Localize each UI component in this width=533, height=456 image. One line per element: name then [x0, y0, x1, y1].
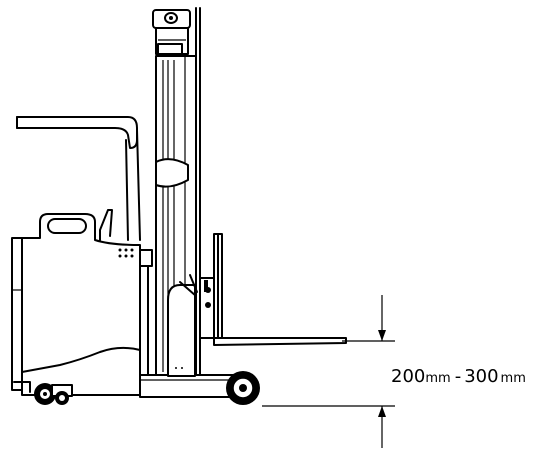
- dimension-value-low: 200: [391, 366, 425, 387]
- fork-carriage: [179, 233, 223, 343]
- rear-caster: [13, 381, 73, 405]
- mast-top-head: [152, 9, 191, 55]
- dimension-value-high: 300: [464, 366, 498, 387]
- front-load-wheel: [226, 371, 260, 405]
- overhead-guard: [16, 116, 141, 241]
- outrigger: [139, 284, 239, 398]
- dimension-annotation: [262, 295, 395, 448]
- dimension-separator: -: [455, 366, 462, 387]
- dimension-unit-high: mm: [501, 371, 526, 386]
- chassis-step: [21, 346, 141, 396]
- mast-cylinder-guard: [155, 158, 189, 188]
- rear-wheel: [34, 383, 56, 405]
- dimension-unit-low: mm: [425, 371, 450, 386]
- truck-body: [11, 209, 153, 391]
- fork-tine: [213, 337, 347, 346]
